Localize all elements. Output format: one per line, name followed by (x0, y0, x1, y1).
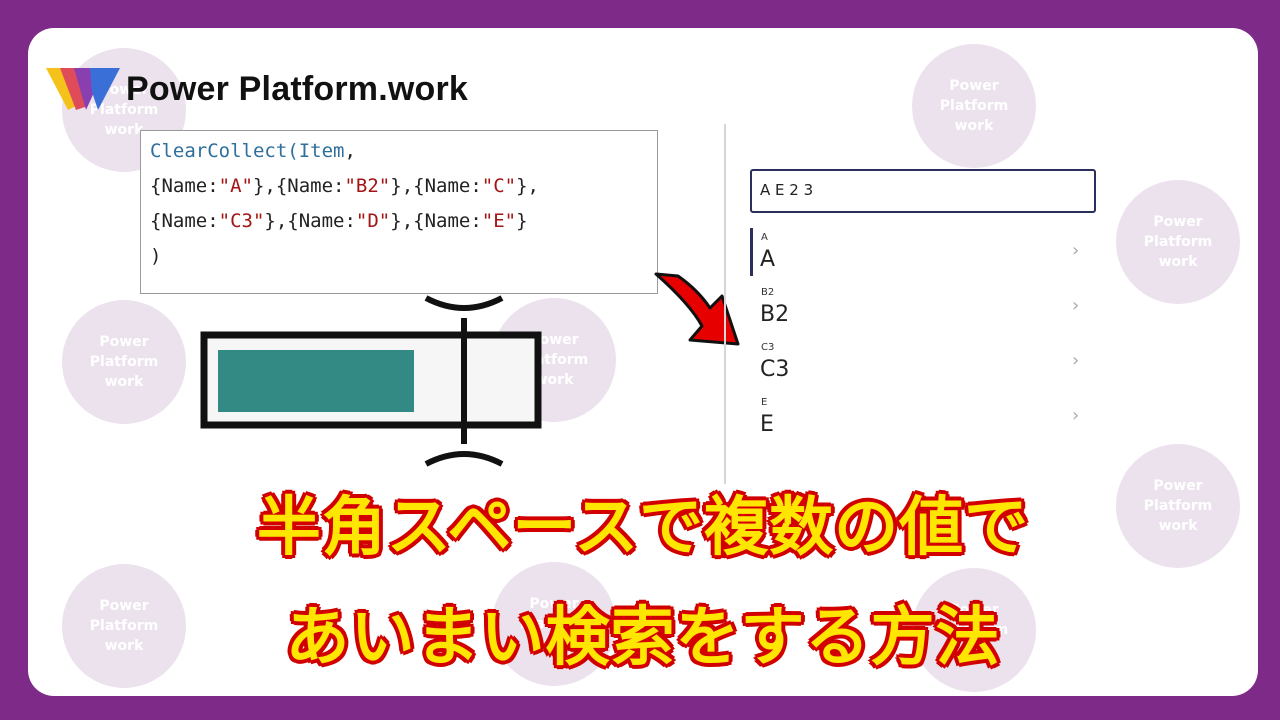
item-title: B2 (760, 302, 790, 327)
watermark-circle: Power Platform work (492, 562, 616, 686)
item-title: C3 (760, 357, 790, 382)
text-cursor-icon (424, 295, 504, 467)
code-line: {Name:"A"},{Name:"B2"},{Name:"C"}, (150, 175, 539, 197)
watermark-circle: Power Platform work (62, 564, 186, 688)
code-line: ClearCollect(Item, (150, 140, 356, 162)
watermark-circle: Power Platform work (1116, 444, 1240, 568)
results-gallery: A A › B2 B2 › C3 C3 › E E › (750, 228, 1096, 448)
watermark-circle: Power Platform work (1116, 180, 1240, 304)
watermark-circle: Power Platform work (62, 300, 186, 424)
power-platform-logo-icon (46, 68, 120, 110)
search-input[interactable]: A E 2 3 (750, 169, 1096, 213)
selected-indicator (750, 228, 753, 276)
gallery-item[interactable]: A A › (750, 228, 1096, 283)
chevron-right-icon[interactable]: › (1072, 350, 1080, 371)
item-subtitle: A (761, 232, 768, 243)
gallery-item[interactable]: C3 C3 › (750, 338, 1096, 393)
item-subtitle: B2 (761, 287, 775, 298)
item-subtitle: C3 (761, 342, 775, 353)
watermark-circle: Power Platform work (912, 568, 1036, 692)
chevron-right-icon[interactable]: › (1072, 405, 1080, 426)
gallery-item[interactable]: E E › (750, 393, 1096, 448)
item-subtitle: E (761, 397, 768, 408)
headline-line-2: あいまい検索をする方法 (284, 600, 1001, 677)
watermark-circle: Power Platform work (912, 44, 1036, 168)
thumbnail-card: Power Platform work Power Platform work … (28, 28, 1258, 696)
gallery-item[interactable]: B2 B2 › (750, 283, 1096, 338)
chevron-right-icon[interactable]: › (1072, 240, 1080, 261)
code-snippet: ClearCollect(Item, {Name:"A"},{Name:"B2"… (140, 130, 658, 294)
panel-divider (724, 124, 726, 484)
brand-logo: Power Platform.work (46, 66, 468, 112)
code-line: ) (150, 245, 162, 267)
code-line: {Name:"C3"},{Name:"D"},{Name:"E"} (150, 210, 528, 232)
item-title: E (760, 412, 774, 437)
textbox-fill (218, 350, 414, 412)
headline-line-1: 半角スペースで複数の値で (255, 490, 1030, 567)
item-title: A (760, 247, 776, 272)
text-input-illustration (200, 295, 542, 467)
chevron-right-icon[interactable]: › (1072, 295, 1080, 316)
red-arrow-icon (654, 272, 740, 346)
brand-name: Power Platform.work (126, 69, 468, 108)
